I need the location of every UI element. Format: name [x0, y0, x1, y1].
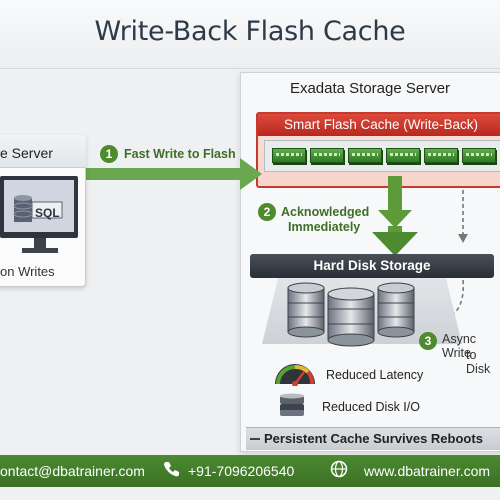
step-1-badge: 1 [100, 145, 118, 163]
flash-module [310, 148, 344, 163]
phone-icon [164, 462, 179, 477]
step-3-badge: 3 [419, 332, 437, 350]
hard-disk-bar [250, 254, 494, 278]
persistent-dash [250, 438, 260, 440]
dashed-down-arrow [458, 190, 468, 243]
contact-footer [0, 455, 500, 487]
step-2-label-line2: Immediately [288, 220, 361, 234]
sql-label: SQL [35, 206, 60, 220]
flash-cache-title: Smart Flash Cache (Write-Back) [283, 117, 479, 132]
flash-module [386, 148, 420, 163]
globe-icon [330, 460, 348, 478]
step-3-label-line2: to Disk [466, 348, 491, 376]
flash-cache-header [258, 114, 500, 136]
page-title: Write-Back Flash Cache [94, 16, 406, 47]
flash-module [424, 148, 458, 163]
storage-server-title: Exadata Storage Server [289, 80, 451, 97]
step-3-label-line1: Async Write [442, 332, 477, 360]
app-server-title: e Server [0, 145, 53, 161]
app-server-header [0, 135, 86, 168]
database-icon [13, 195, 33, 222]
persistent-cache-bar [246, 427, 500, 450]
app-server-caption: on Writes [0, 264, 55, 279]
disk-io-icon [280, 393, 304, 416]
benefit-reduced-latency: Reduced Latency [326, 368, 424, 382]
flash-module [272, 148, 306, 163]
flash-module [348, 148, 382, 163]
footer-website[interactable]: www.dbatrainer.com [364, 463, 491, 479]
step-2-badge: 2 [258, 203, 276, 221]
hard-disk-title: Hard Disk Storage [313, 258, 431, 273]
title-band [0, 0, 500, 69]
step-2-label-line1: Acknowledged [281, 205, 370, 219]
monitor-icon [0, 176, 78, 253]
footer-email[interactable]: ontact@dbatrainer.com [0, 463, 145, 479]
persistent-cache-label: Persistent Cache Survives Reboots [264, 431, 483, 446]
disk-stack-icon [287, 282, 415, 347]
acknowledge-arrow [372, 176, 418, 256]
gauge-icon [275, 364, 315, 386]
flash-module [462, 148, 496, 163]
footer-phone[interactable]: +91-7096206540 [188, 463, 295, 479]
step-1-label: Fast Write to Flash [124, 147, 236, 161]
benefit-reduced-disk-io: Reduced Disk I/O [322, 400, 420, 414]
fast-write-arrow [84, 158, 262, 190]
